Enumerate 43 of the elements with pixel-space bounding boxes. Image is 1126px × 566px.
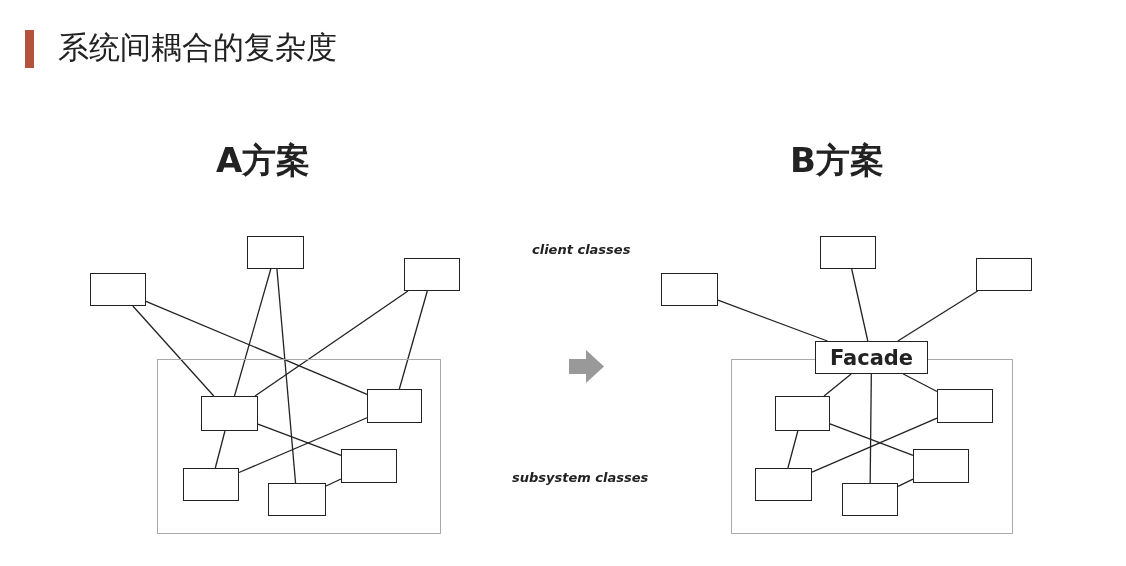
facade-box: Facade <box>815 341 928 374</box>
connector-line <box>238 417 368 474</box>
class-box <box>366 388 422 423</box>
slide-title: 系统间耦合的复杂度 <box>58 28 337 67</box>
group-label: subsystem classes <box>512 470 649 485</box>
class-box <box>976 258 1032 291</box>
class-box <box>912 448 969 483</box>
connector-line <box>717 299 828 342</box>
connector-line <box>897 478 914 487</box>
class-box <box>200 395 258 431</box>
connector-line <box>869 373 872 484</box>
connector-line <box>851 268 869 342</box>
class-box <box>936 388 993 423</box>
class-box <box>267 482 326 516</box>
class-box <box>774 395 830 431</box>
connector-line <box>897 290 979 342</box>
connector-line <box>811 417 938 473</box>
subsystem-container <box>157 359 441 534</box>
class-box <box>247 236 304 269</box>
connector-line <box>276 268 297 484</box>
group-label: client classes <box>532 242 631 257</box>
connector-line <box>254 290 409 397</box>
connector-line <box>398 290 428 390</box>
connector-line <box>145 300 368 396</box>
class-box <box>404 258 460 291</box>
class-box <box>820 236 876 269</box>
class-box <box>182 467 239 501</box>
connector-line <box>132 305 215 397</box>
class-box <box>841 482 898 516</box>
class-box <box>754 467 812 501</box>
connector-line <box>233 268 272 397</box>
plan-heading: B方案 <box>790 139 884 182</box>
connector-line <box>325 478 342 487</box>
connector-line <box>829 423 914 457</box>
connector-line <box>787 430 799 469</box>
connector-line <box>257 423 342 457</box>
connector-line <box>823 373 852 397</box>
connector-line <box>214 430 226 469</box>
plan-heading: A方案 <box>216 139 311 182</box>
connector-line <box>902 373 938 393</box>
class-box <box>90 273 146 306</box>
class-box <box>340 448 397 483</box>
class-box <box>661 273 718 306</box>
